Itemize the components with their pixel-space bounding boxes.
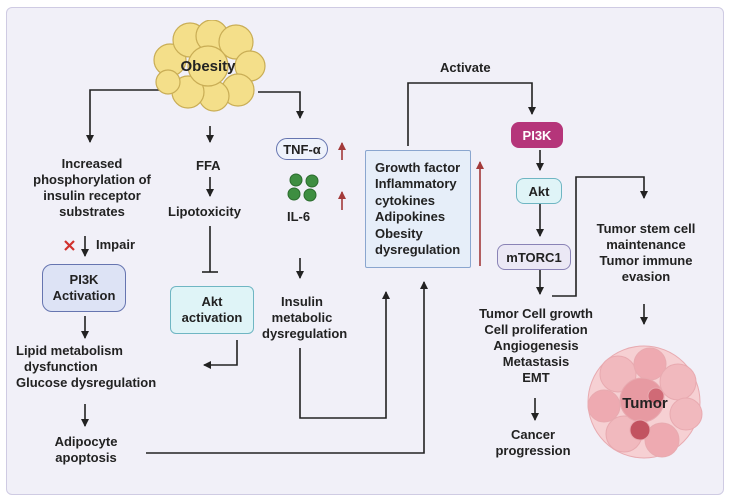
arrow-obesity-to-phosphorylation [86,89,160,143]
impair-x-icon [64,240,75,251]
arrow-obesity-to-tnf [258,91,304,119]
tnf-alpha-badge: TNF-α [276,138,328,160]
il6-label: IL-6 [287,209,311,224]
lipotoxicity-label: Lipotoxicity [168,204,241,219]
arrow-apoptosis-to-growth [146,281,428,454]
ffa-label: FFA [196,158,221,173]
arrow-activate-pi3k [407,82,536,146]
akt-badge: Akt [516,178,562,204]
arrow-mtorc1-to-stem [552,176,648,297]
pi3k-badge: PI3K [511,122,563,148]
tumor-label: Tumor [622,395,668,412]
tumor-cluster-icon [587,345,703,459]
activate-label: Activate [440,60,491,75]
il6-molecules-icon [287,173,319,202]
mtorc1-badge: mTORC1 [497,244,571,270]
fat-cell-cluster-icon [153,20,266,112]
arrow-akt-to-lipid [203,340,238,369]
impair-label: Impair [96,237,136,252]
arrow-insulin-to-growth [299,291,390,419]
obesity-label: Obesity [180,58,236,75]
